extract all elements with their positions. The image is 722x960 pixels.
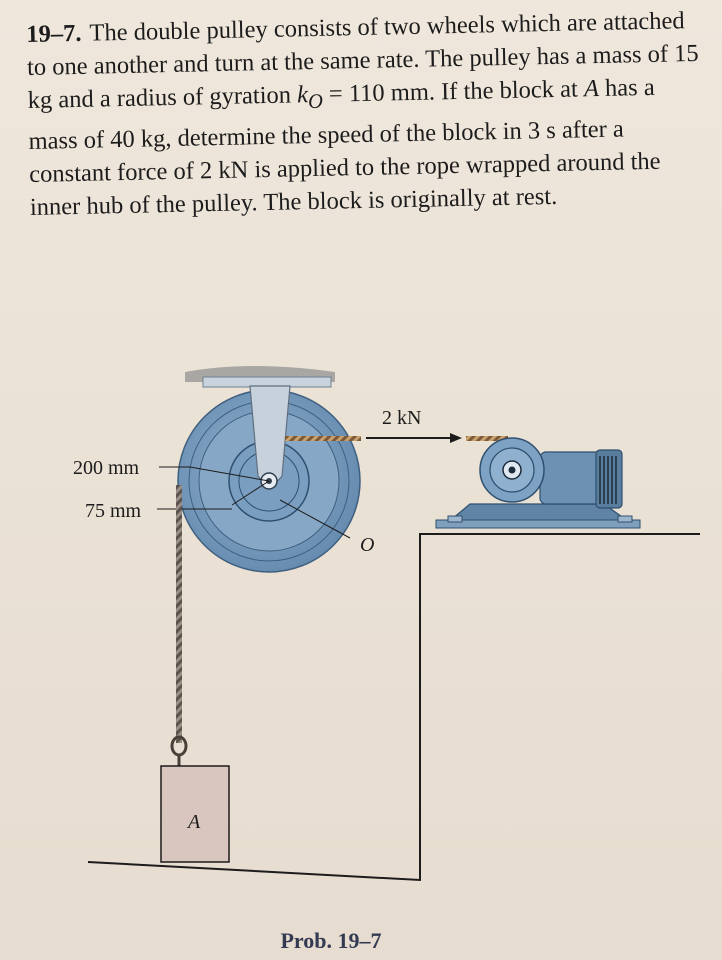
drive-rope-end xyxy=(466,436,508,441)
drive-rope xyxy=(285,436,361,441)
ground-outline xyxy=(87,533,700,882)
figure-caption-text: Prob. 19–7 xyxy=(280,928,382,953)
center-leader-line xyxy=(279,499,351,539)
outer-radius-label: 200 mm xyxy=(73,457,140,479)
block-a-label: A xyxy=(186,811,201,833)
outer-radius-line xyxy=(189,466,270,482)
force-arrow-head xyxy=(450,433,462,443)
figure-caption: Prob. 19–7 xyxy=(0,928,722,954)
hanging-rope xyxy=(176,485,182,743)
motor xyxy=(435,437,641,529)
force-label: 2 kN xyxy=(382,407,421,429)
inner-radius-line xyxy=(231,480,270,506)
block-a xyxy=(160,765,230,863)
inner-radius-label: 75 mm xyxy=(85,500,142,522)
center-label: O xyxy=(360,534,374,556)
rope-hook xyxy=(170,735,188,766)
